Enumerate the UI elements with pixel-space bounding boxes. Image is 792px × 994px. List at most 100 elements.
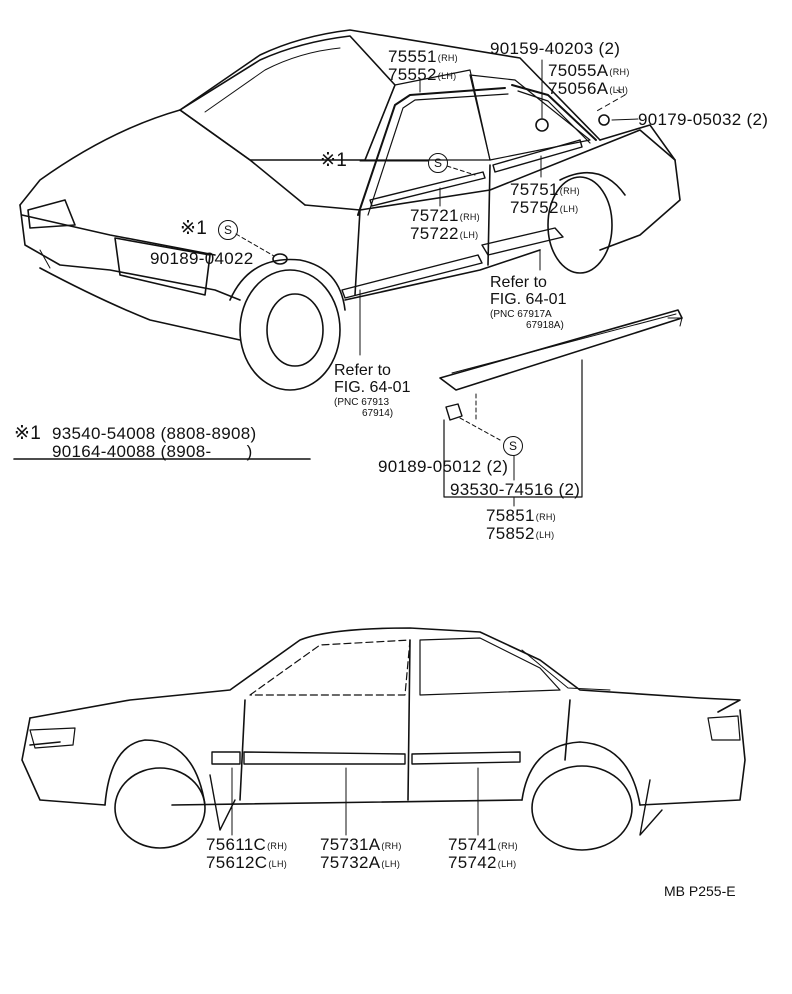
part-label-75732: 75732A(LH) <box>320 853 401 872</box>
reference-line1: Refer to <box>490 274 547 291</box>
pillar-molding-75551 <box>357 87 506 216</box>
part-label-75751: 75751(RH) <box>510 180 580 199</box>
part-label-90189-05012: 90189-05012 (2) <box>378 457 509 476</box>
detail-bracket <box>443 359 583 498</box>
note-block-line1: 93540-54008 (8808-8908) <box>52 424 257 443</box>
reference-fig-64-01-a: Refer to FIG. 64-01 (PNC 67917A 67918A) <box>490 274 566 331</box>
headlamp-side <box>29 741 61 746</box>
rocker-molding-detail <box>439 309 683 507</box>
headlamp-right <box>114 237 211 296</box>
part-label-75741: 75741(RH) <box>448 835 518 854</box>
part-label-75551: 75551(RH) <box>388 47 458 66</box>
rear-arch-side <box>521 741 641 806</box>
door-molding-front <box>341 254 483 299</box>
headlamp-left <box>27 199 76 229</box>
reference-pnc: (PNC 67913 <box>334 397 390 408</box>
part-label-90159: 90159-40203 (2) <box>490 39 621 58</box>
reference-pnc: (PNC 67917A <box>490 309 552 320</box>
front-window-outline <box>249 639 411 696</box>
door-split <box>487 164 491 266</box>
part-label-75721: 75721(RH) <box>410 206 480 225</box>
rocker-molding-end <box>667 317 683 327</box>
rocker-line <box>344 249 541 301</box>
note-block-marker: ※1 <box>14 423 42 444</box>
c-pillar <box>521 649 611 691</box>
mudguard-rear <box>639 779 663 836</box>
note-block-line2: 90164-40088 (8908- ) <box>52 442 253 461</box>
part-label-75056: 75056A(LH) <box>548 79 629 98</box>
belt-molding-75721 <box>369 171 486 207</box>
rear-window-outline <box>419 637 561 696</box>
front-side-window <box>364 69 491 161</box>
rocker-molding-edge <box>451 313 677 374</box>
part-label-93530: 93530-74516 (2) <box>450 480 581 499</box>
part-label-75742: 75742(LH) <box>448 853 517 872</box>
part-label-75722: 75722(LH) <box>410 224 479 243</box>
door-molding-rear <box>481 227 564 256</box>
reference-pnc-2: 67914) <box>362 408 394 419</box>
door-split-side <box>407 639 411 801</box>
front-wheel-hub <box>266 293 324 367</box>
window-molding-75055-inner <box>517 90 591 144</box>
front-wheel <box>239 269 341 391</box>
front-end-side <box>21 717 106 806</box>
leader-screw-fender <box>235 233 275 257</box>
front-detail <box>39 249 51 269</box>
front-spoiler <box>39 267 241 341</box>
rear-wheel <box>547 176 613 274</box>
reference-line2: FIG. 64-01 <box>490 291 567 308</box>
tail-lamp <box>707 715 741 741</box>
rear-end-side <box>639 709 746 806</box>
belt-molding-75751 <box>492 139 583 173</box>
roof-line <box>179 29 601 141</box>
part-label-75851: 75851(RH) <box>486 506 556 525</box>
front-arch-side <box>104 739 206 806</box>
rear-wheel-arch <box>559 171 626 196</box>
part-label-75611: 75611C(RH) <box>206 835 288 854</box>
door-front-edge <box>239 699 246 801</box>
hood-line <box>19 109 181 206</box>
front-wheel-arch <box>229 258 346 311</box>
reference-pnc-2: 67918A) <box>526 320 564 331</box>
side-profile-top <box>29 627 741 719</box>
rocker-side <box>171 799 523 806</box>
rear-deck <box>599 124 676 161</box>
part-label-90189-04022: 90189-04022 <box>150 249 254 268</box>
part-label-75552: 75552(LH) <box>388 65 457 84</box>
door-molding-75741 <box>411 751 521 765</box>
note-marker-top: ※1 <box>320 150 348 171</box>
leader-screw-top <box>446 165 476 176</box>
part-label-75055: 75055A(RH) <box>548 61 630 80</box>
clip-93530 <box>445 403 463 421</box>
clip-90179 <box>598 114 610 126</box>
reference-line2: FIG. 64-01 <box>334 379 411 396</box>
part-label-75612: 75612C(LH) <box>206 853 288 872</box>
reference-line1: Refer to <box>334 362 391 379</box>
screw-marker-top: S <box>428 153 448 173</box>
mudguard-front <box>209 774 236 831</box>
car-side-view <box>21 627 746 851</box>
screw-marker-detail: S <box>503 436 523 456</box>
car-perspective-view <box>19 29 681 391</box>
reference-fig-64-01-b: Refer to FIG. 64-01 (PNC 67913 67914) <box>334 362 410 419</box>
fender-molding-75611 <box>211 751 241 765</box>
front-door-edge <box>354 209 361 296</box>
headlamp-outline <box>29 727 76 749</box>
note-marker-fender: ※1 <box>180 218 208 239</box>
leader-90179 <box>611 118 639 121</box>
leader-75055 <box>594 89 626 113</box>
part-label-90179: 90179-05032 (2) <box>638 110 769 129</box>
windshield <box>179 35 396 161</box>
window-molding-75055 <box>511 84 597 141</box>
part-label-75731: 75731A(RH) <box>320 835 402 854</box>
part-label-75752: 75752(LH) <box>510 198 579 217</box>
front-wheel-side <box>114 767 206 849</box>
figure-code: MB P255-E <box>664 883 736 899</box>
door-rear-edge <box>564 699 571 761</box>
clip-90159 <box>535 118 549 132</box>
screw-leader <box>459 417 501 441</box>
windshield-reflection <box>204 47 341 113</box>
front-bumper <box>19 204 241 301</box>
